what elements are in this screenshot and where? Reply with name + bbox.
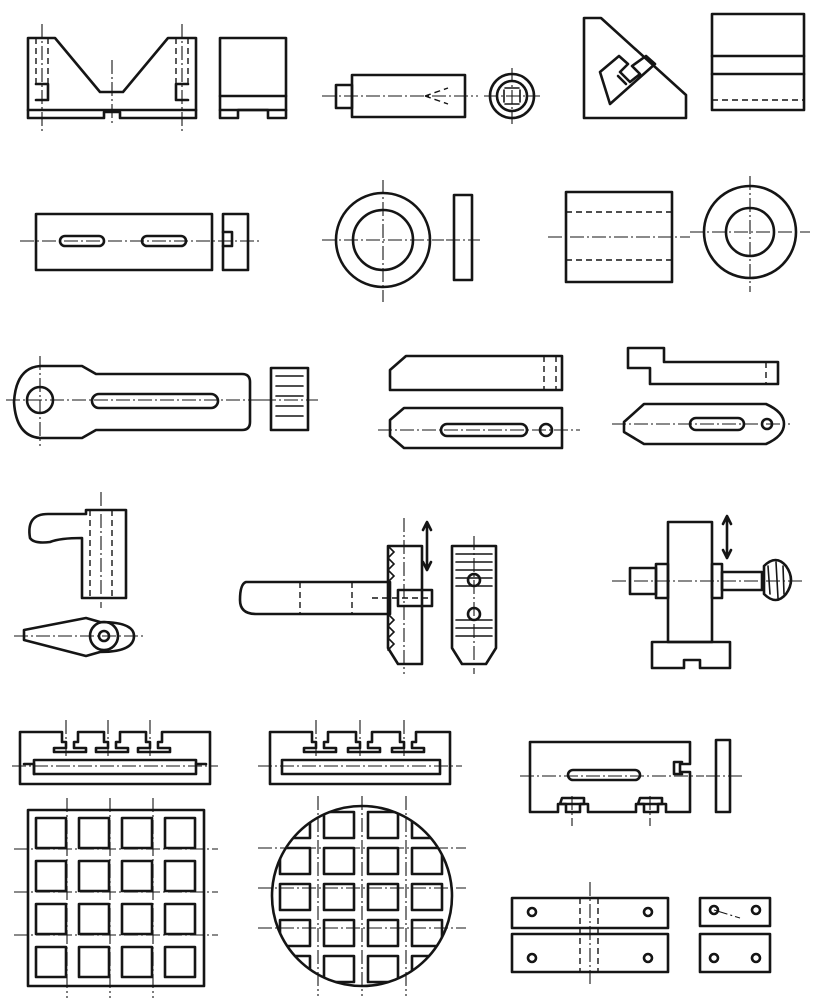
grid-cell (120, 816, 154, 850)
grid-cell (163, 859, 197, 893)
grid-cell (322, 954, 356, 984)
grid-cell (163, 816, 197, 850)
grid-cell (456, 848, 486, 874)
eye-clamp-strap (6, 356, 262, 446)
grid-cell (278, 846, 312, 876)
screw-jack-clamp (612, 514, 804, 670)
grid-cell (163, 902, 197, 936)
grid-cell (120, 859, 154, 893)
eye-clamp-end-view (262, 366, 318, 432)
cylinder-sleeve (548, 190, 690, 284)
grid-cell (278, 882, 312, 912)
grid-cell (34, 859, 68, 893)
grid-cell (77, 859, 111, 893)
grid-cell (77, 902, 111, 936)
fixture-plate-side-view (706, 738, 742, 814)
grid-table-square (14, 798, 218, 998)
grid-cell (456, 920, 486, 946)
grid-cell (322, 846, 356, 876)
grid-cell (278, 918, 312, 948)
screw-support (322, 73, 478, 119)
grid-cell (278, 954, 312, 984)
gooseneck-clamp (14, 492, 146, 658)
t-slot-table (12, 720, 218, 786)
stepped-clamp (612, 346, 790, 446)
parallel-bar-slotted (20, 212, 228, 272)
angle-plate (582, 16, 688, 120)
slotted-fixture-plate (520, 740, 704, 826)
grid-cell (366, 882, 400, 912)
tapered-clamp (378, 354, 580, 450)
v-block (26, 24, 198, 132)
parallel-block-pair (510, 882, 670, 986)
grid-cell (366, 810, 400, 840)
grid-cell (366, 918, 400, 948)
grid-cell (163, 945, 197, 979)
grid-cell (410, 918, 444, 948)
grid-cell (120, 945, 154, 979)
grid-cell (34, 945, 68, 979)
v-block-side-view (218, 36, 288, 120)
parallel-bar-end-view (218, 212, 262, 272)
grid-cell (120, 902, 154, 936)
cylinder-sleeve-end-view (690, 176, 810, 292)
grid-cell (456, 956, 486, 982)
grid-cell (322, 810, 356, 840)
grid-cell (366, 954, 400, 984)
grid-cell (410, 846, 444, 876)
grid-cell (34, 902, 68, 936)
grid-cell (322, 882, 356, 912)
serrated-clamp (238, 518, 498, 674)
ring-washer (322, 180, 444, 302)
round-t-slot-table (258, 720, 462, 786)
parallel-block-pair-small (698, 896, 772, 974)
ring-washer-side-view (446, 193, 480, 282)
grid-cell (77, 945, 111, 979)
grid-cell (322, 918, 356, 948)
grid-cell (366, 846, 400, 876)
angle-plate-side-view (710, 12, 806, 112)
grid-table-round (258, 796, 486, 996)
screw-support-end-view (484, 68, 540, 124)
grid-cell (34, 816, 68, 850)
grid-cell (456, 812, 486, 838)
grid-cell (77, 816, 111, 850)
grid-cell (410, 882, 444, 912)
